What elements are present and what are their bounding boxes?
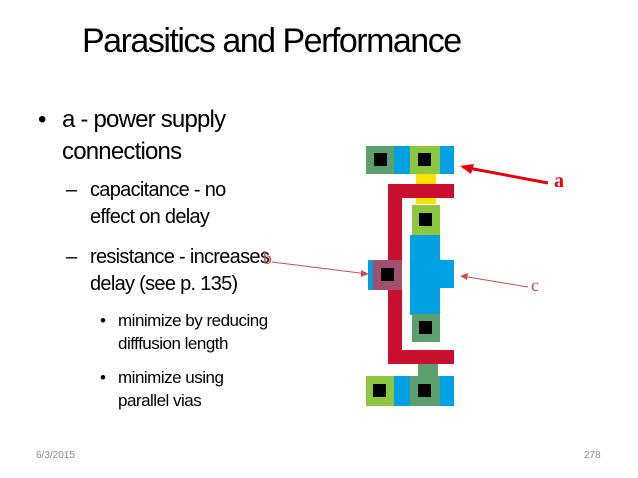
arrow-c (461, 275, 529, 288)
label-c: c (531, 275, 539, 295)
footer-page-number: 278 (584, 450, 601, 461)
sub-bullet-resistance-line-2: delay (see p. 135) (90, 273, 238, 295)
dash-marker: – (66, 179, 77, 201)
sub-bullet-capacitance-line-2: effect on delay (90, 206, 210, 228)
slide-title: Parasitics and Performance (82, 22, 462, 60)
sub-bullet-resistance-line-1: resistance - increases (90, 246, 270, 268)
contact-square (419, 321, 432, 334)
label-a: a (554, 170, 564, 192)
footer-date: 6/3/2015 (36, 450, 75, 461)
contact-square (418, 384, 431, 397)
output-metal-stub (440, 260, 454, 288)
contact-square (373, 384, 386, 397)
poly-top-bar (388, 184, 454, 198)
dash-marker: – (66, 246, 77, 268)
bullet-marker: • (100, 311, 106, 330)
arrow-b-head (361, 270, 369, 277)
arrow-a-head (460, 164, 474, 174)
contact-square (419, 213, 432, 226)
sub-sub-bullet-diffusion-line-2: difffusion length (118, 334, 228, 353)
poly-bottom-bar (388, 350, 454, 364)
arrow-c-head (460, 273, 468, 280)
bullet-marker: • (100, 368, 106, 387)
sub-sub-bullet-diffusion-line-1: minimize by reducing (118, 311, 268, 330)
contact-square (381, 268, 394, 281)
contact-square (374, 153, 387, 166)
bullet-power-supply-line-1: a - power supply (62, 106, 226, 133)
output-metal (410, 235, 440, 315)
bullet-power-supply-line-2: connections (62, 138, 182, 165)
contact-square (418, 153, 431, 166)
arrow-b (271, 261, 369, 275)
label-b: b (263, 248, 272, 268)
bullet-marker: • (38, 106, 46, 133)
sub-sub-bullet-vias-line-2: parallel vias (118, 391, 202, 410)
sub-sub-bullet-vias-line-1: minimize using (118, 368, 224, 387)
nmos-diffusion-strip (418, 364, 438, 376)
sub-bullet-capacitance-line-1: capacitance - no (90, 179, 226, 201)
arrow-a (462, 165, 549, 185)
